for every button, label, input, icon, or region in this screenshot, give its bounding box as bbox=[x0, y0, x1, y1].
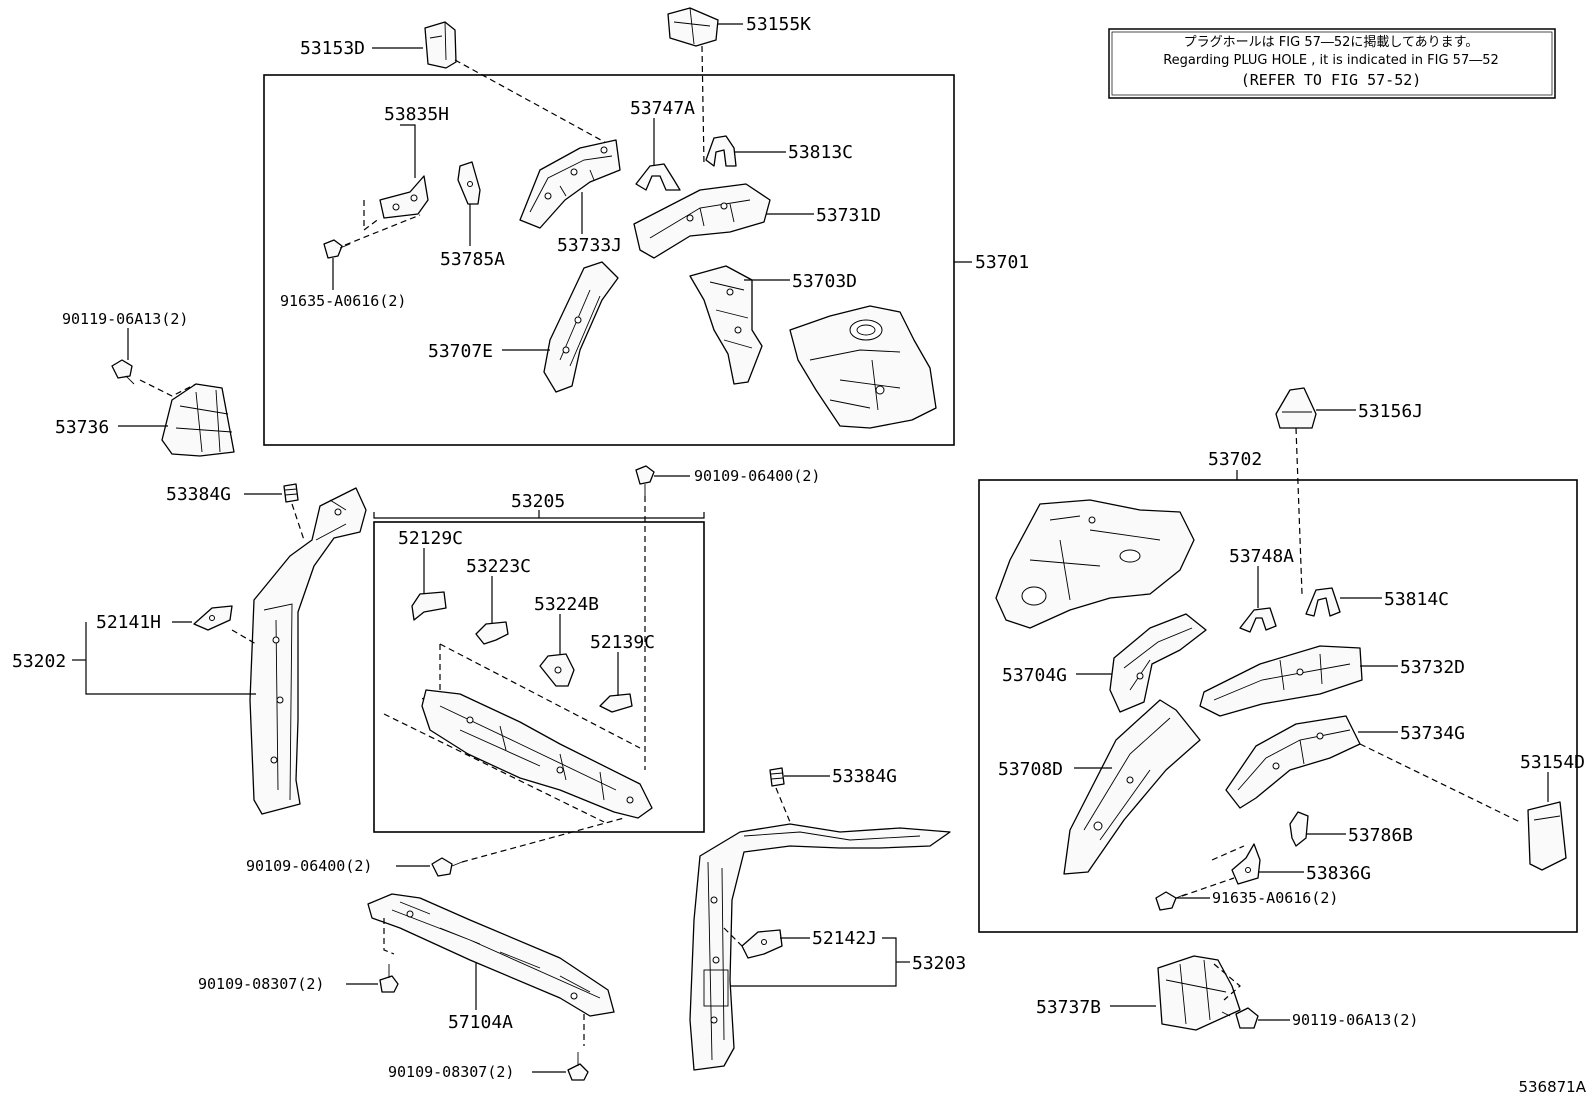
part-label-53203[interactable]: 53203 bbox=[912, 953, 966, 974]
note-line-ref: (REFER TO FIG 57-52) bbox=[1241, 71, 1422, 89]
part-53154D bbox=[1527, 801, 1567, 871]
part-53202 bbox=[249, 487, 367, 815]
bolt-91635-right bbox=[1155, 891, 1187, 911]
part-label-53734G[interactable]: 53734G bbox=[1400, 723, 1465, 744]
note-line-en: Regarding PLUG HOLE , it is indicated in… bbox=[1163, 53, 1499, 68]
part-53786B bbox=[1289, 811, 1309, 847]
part-53704G bbox=[1109, 613, 1207, 713]
part-53384G-mid bbox=[769, 767, 785, 787]
part-53732D bbox=[1199, 645, 1363, 717]
part-57104A bbox=[367, 893, 615, 1017]
part-label-90109-06400-bot[interactable]: 90109-06400(2) bbox=[246, 857, 372, 875]
part-53156J bbox=[1275, 387, 1317, 429]
bolt-90109-08307-bot bbox=[567, 1052, 589, 1081]
part-53701-apron bbox=[789, 305, 937, 429]
part-label-53156J[interactable]: 53156J bbox=[1358, 401, 1423, 422]
bolt-90109-06400-bot bbox=[431, 857, 463, 877]
part-53155K bbox=[667, 7, 719, 47]
group-box-53702 bbox=[978, 479, 1578, 933]
part-label-53155K[interactable]: 53155K bbox=[746, 14, 811, 35]
note-box: プラグホールは FIG 57―52に掲載してあります。 Regarding PL… bbox=[1108, 28, 1556, 99]
part-label-53732D[interactable]: 53732D bbox=[1400, 657, 1465, 678]
part-53813C bbox=[705, 135, 737, 167]
part-53203 bbox=[689, 823, 951, 1071]
part-label-90119-left[interactable]: 90119-06A13(2) bbox=[62, 310, 188, 328]
part-label-53785A[interactable]: 53785A bbox=[440, 249, 505, 270]
part-53224B bbox=[539, 653, 575, 687]
part-label-53224B[interactable]: 53224B bbox=[534, 594, 599, 615]
part-53736 bbox=[161, 383, 235, 457]
part-53785A bbox=[457, 161, 481, 205]
group-box-53701 bbox=[263, 74, 955, 446]
part-53731D bbox=[633, 183, 771, 259]
part-53708D bbox=[1063, 699, 1201, 875]
bolt-90109-06400-top bbox=[635, 465, 655, 496]
part-53703D bbox=[689, 265, 763, 385]
part-label-57104A[interactable]: 57104A bbox=[448, 1012, 513, 1033]
part-label-53748A[interactable]: 53748A bbox=[1229, 546, 1294, 567]
figure-id: 536871A bbox=[1518, 1078, 1586, 1096]
part-label-53813C[interactable]: 53813C bbox=[788, 142, 853, 163]
part-53702-apron bbox=[995, 499, 1195, 629]
part-label-53835H[interactable]: 53835H bbox=[384, 104, 449, 125]
note-line-jp: プラグホールは FIG 57―52に掲載してあります。 bbox=[1184, 34, 1479, 50]
part-label-53733J[interactable]: 53733J bbox=[557, 235, 622, 256]
part-label-52129C[interactable]: 52129C bbox=[398, 528, 463, 549]
bolt-91635-top bbox=[323, 239, 351, 259]
part-53748A bbox=[1239, 607, 1277, 633]
part-label-53703D[interactable]: 53703D bbox=[792, 271, 857, 292]
part-52129C bbox=[411, 591, 447, 621]
part-label-53814C[interactable]: 53814C bbox=[1384, 589, 1449, 610]
part-label-53704G[interactable]: 53704G bbox=[1002, 665, 1067, 686]
part-53707E bbox=[543, 261, 619, 393]
part-label-53701[interactable]: 53701 bbox=[975, 252, 1029, 273]
part-label-53154D[interactable]: 53154D bbox=[1520, 752, 1585, 773]
part-label-53737B[interactable]: 53737B bbox=[1036, 997, 1101, 1018]
part-label-90109-08307-left[interactable]: 90109-08307(2) bbox=[198, 975, 324, 993]
part-label-53747A[interactable]: 53747A bbox=[630, 98, 695, 119]
part-label-53205[interactable]: 53205 bbox=[511, 491, 565, 512]
bolt-90119-left bbox=[111, 359, 135, 385]
part-label-53836G[interactable]: 53836G bbox=[1306, 863, 1371, 884]
part-53733J bbox=[519, 139, 621, 229]
group-box-53205 bbox=[373, 521, 705, 833]
part-label-53153D[interactable]: 53153D bbox=[300, 38, 365, 59]
part-label-53736[interactable]: 53736 bbox=[55, 417, 109, 438]
part-label-53786B[interactable]: 53786B bbox=[1348, 825, 1413, 846]
part-53153D bbox=[424, 21, 457, 69]
part-53223C bbox=[475, 621, 509, 645]
part-53205-member bbox=[421, 689, 653, 819]
part-53836G bbox=[1231, 843, 1261, 885]
part-label-53384G-mid[interactable]: 53384G bbox=[832, 766, 897, 787]
part-52142J bbox=[741, 929, 783, 959]
part-label-53202[interactable]: 53202 bbox=[12, 651, 66, 672]
part-label-91635-right[interactable]: 91635-A0616(2) bbox=[1212, 889, 1338, 907]
part-label-90109-06400-top[interactable]: 90109-06400(2) bbox=[694, 467, 820, 485]
bolt-90119-right bbox=[1221, 1007, 1259, 1029]
part-53734G bbox=[1225, 715, 1361, 809]
part-label-52141H[interactable]: 52141H bbox=[96, 612, 161, 633]
part-52141H bbox=[193, 605, 233, 631]
part-label-53731D[interactable]: 53731D bbox=[816, 205, 881, 226]
part-label-53223C[interactable]: 53223C bbox=[466, 556, 531, 577]
part-53747A bbox=[635, 163, 681, 191]
part-label-53384G-left[interactable]: 53384G bbox=[166, 484, 231, 505]
part-label-53708D[interactable]: 53708D bbox=[998, 759, 1063, 780]
part-label-52139C[interactable]: 52139C bbox=[590, 632, 655, 653]
part-53737B bbox=[1157, 955, 1241, 1031]
part-label-90119-right[interactable]: 90119-06A13(2) bbox=[1292, 1011, 1418, 1029]
part-52139C bbox=[599, 693, 633, 713]
part-53384G-left bbox=[283, 483, 299, 503]
part-label-90109-08307-bot[interactable]: 90109-08307(2) bbox=[388, 1063, 514, 1081]
part-label-91635-top[interactable]: 91635-A0616(2) bbox=[280, 292, 406, 310]
part-label-53707E[interactable]: 53707E bbox=[428, 341, 493, 362]
part-53814C bbox=[1305, 587, 1341, 617]
bolt-90109-08307-left bbox=[379, 964, 399, 993]
part-label-52142J[interactable]: 52142J bbox=[812, 928, 877, 949]
part-label-53702[interactable]: 53702 bbox=[1208, 449, 1262, 470]
part-53835H bbox=[379, 175, 429, 219]
